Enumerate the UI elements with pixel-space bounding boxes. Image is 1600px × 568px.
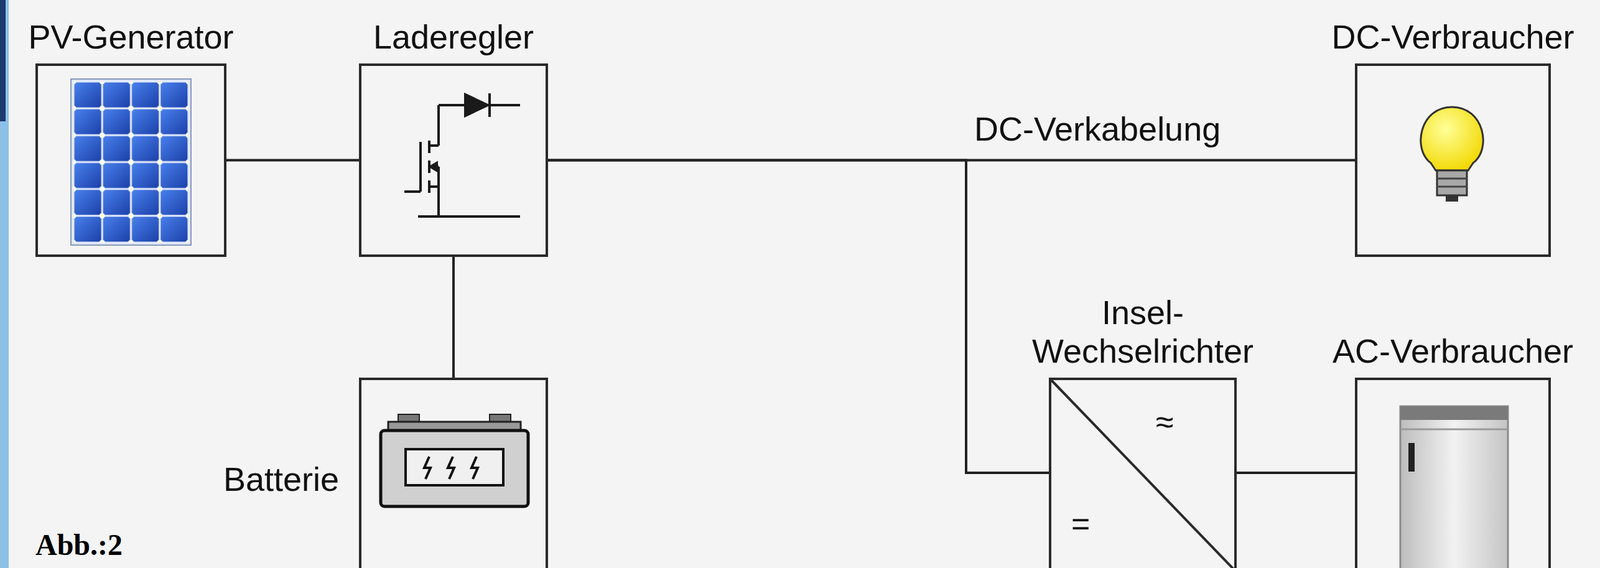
edge-strip [0, 0, 9, 568]
node-label: Insel- Wechselrichter [1018, 293, 1268, 371]
charge-controller-symbol [404, 93, 521, 217]
component-box: DC-Verbraucher [1354, 63, 1551, 257]
wire-label: DC-Verkabelung [974, 109, 1221, 149]
pv-panel-icon [70, 79, 191, 246]
component-box: Laderegler [358, 63, 549, 257]
fridge-icon [1400, 406, 1508, 568]
component-box: PV-Generator [35, 63, 227, 257]
dc-wire [548, 160, 1049, 474]
dc-symbol: = [1071, 505, 1090, 544]
edge-strip [0, 0, 6, 122]
node-label: Laderegler [373, 17, 534, 56]
node-label: AC-Verbraucher [1332, 331, 1574, 371]
dc-wire [226, 159, 359, 162]
dc-wire [1236, 471, 1355, 475]
figure-caption: Abb.:2 [35, 528, 123, 562]
inverter-diagonal [1050, 378, 1237, 568]
node-label: PV-Generator [27, 17, 234, 56]
dc-wire [452, 256, 455, 378]
ac-symbol: ≈ [1155, 403, 1174, 442]
battery-icon [380, 414, 529, 507]
node-label: DC-Verbraucher [1331, 17, 1574, 56]
component-box: AC-Verbraucher [1354, 377, 1551, 568]
node-label: Batterie [223, 459, 340, 499]
component-box: Insel- Wechselrichter≈= [1048, 377, 1237, 568]
component-box: Batterie [358, 377, 549, 568]
light-bulb-icon [1420, 106, 1484, 202]
